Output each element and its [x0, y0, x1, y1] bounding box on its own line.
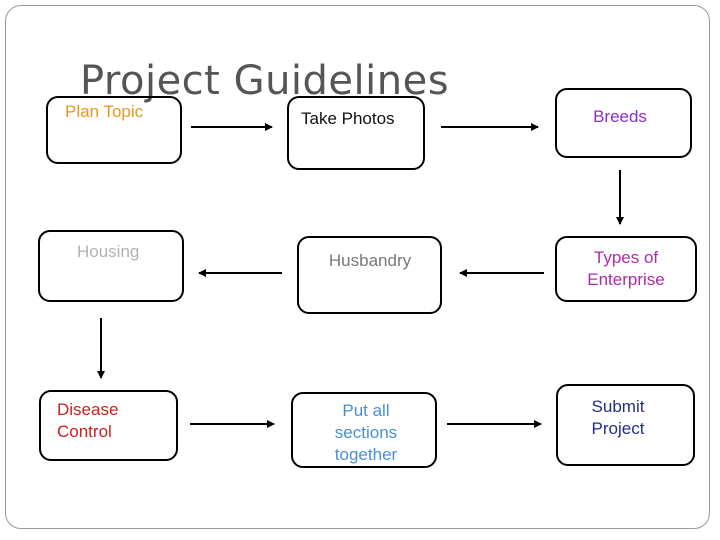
step-box-submit-project — [556, 384, 695, 466]
step-box-put-all-sections-together — [291, 392, 437, 468]
step-label-breeds: Breeds — [593, 107, 647, 126]
step-label-line: Types of — [593, 248, 659, 267]
step-label-line: sections — [334, 423, 398, 442]
step-label-line: Put all — [342, 401, 390, 420]
step-label-husbandry: Husbandry — [328, 251, 412, 270]
step-label-housing: Housing — [77, 242, 140, 261]
step-label-plan-topic: Plan Topic — [65, 102, 144, 121]
step-label-disease-control: Disease Control — [57, 399, 118, 443]
slide-frame — [5, 5, 710, 529]
step-label-put-all-sections-together: Put all sections together — [335, 400, 397, 466]
step-box-types-of-enterprise — [555, 236, 697, 302]
step-label-line: Enterprise — [587, 270, 665, 289]
step-box-plan-topic — [46, 96, 182, 164]
step-label-line: Control — [57, 422, 112, 441]
step-label-line: Disease — [57, 400, 119, 419]
step-label-submit-project: Submit Project — [592, 396, 645, 440]
step-box-breeds — [555, 88, 692, 158]
step-label-line: Submit — [591, 397, 645, 416]
step-label-line: together — [334, 445, 398, 464]
step-box-disease-control — [39, 390, 178, 461]
step-label-types-of-enterprise: Types of Enterprise — [587, 247, 664, 291]
step-box-housing — [38, 230, 184, 302]
step-label-take-photos: Take Photos — [301, 109, 395, 128]
step-box-take-photos — [287, 96, 425, 170]
step-box-husbandry — [297, 236, 442, 314]
step-label-line: Project — [591, 419, 645, 438]
